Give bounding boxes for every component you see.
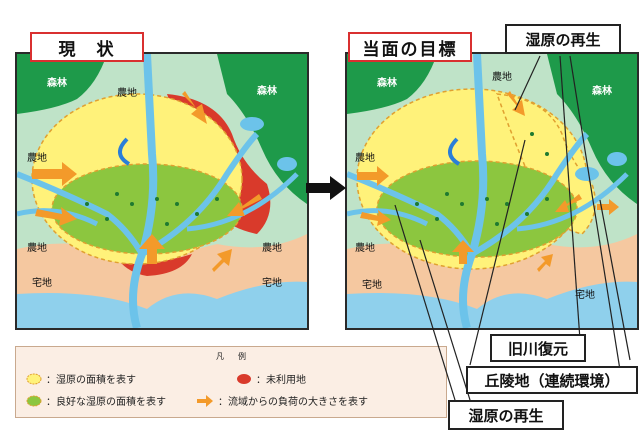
legend-item-yellow: ：湿原の面積を表す: [26, 371, 136, 386]
farmland-label-top: 農地: [492, 72, 512, 83]
wetland-restoration-callout-top: 湿原の再生: [505, 24, 621, 54]
residential-label-left: 宅地: [32, 278, 52, 289]
legend-green-text: ：良好な湿原の面積を表す: [46, 397, 166, 408]
current-state-illustration: [17, 54, 307, 328]
target-state-map: 森林 森林 農地 農地 農地 宅地 宅地: [345, 52, 639, 330]
forest-label-right: 森林: [257, 86, 277, 97]
red-unused-swatch-icon: [237, 373, 251, 384]
residential-label-right: 宅地: [575, 290, 595, 301]
forest-label-right: 森林: [592, 86, 612, 97]
green-wetland-swatch-icon: [26, 395, 42, 406]
residential-label-left: 宅地: [362, 280, 382, 291]
legend: 凡例 ：湿原の面積を表す ：未利用地 ：良好な湿原の面積を表す ：流域からの負荷…: [15, 346, 447, 418]
forest-label-left: 森林: [47, 78, 67, 89]
transition-arrow-icon: [306, 176, 346, 200]
farmland-label-top: 農地: [117, 88, 137, 99]
legend-red-text: ：未利用地: [256, 375, 306, 386]
current-state-title: 現 状: [30, 32, 144, 62]
orange-load-arrow-icon: [197, 394, 213, 407]
farmland-label-bottom-left: 農地: [27, 243, 47, 254]
forest-label-left: 森林: [377, 78, 397, 89]
legend-item-green: ：良好な湿原の面積を表す: [26, 393, 166, 408]
legend-orange-text: ：流域からの負荷の大きさを表す: [218, 397, 368, 408]
old-river-restoration-callout: 旧川復元: [490, 334, 586, 362]
legend-item-orange: ：流域からの負荷の大きさを表す: [196, 393, 368, 408]
legend-title: 凡例: [216, 352, 260, 361]
farmland-label-bottom-left: 農地: [355, 243, 375, 254]
wetland-restoration-callout-bottom: 湿原の再生: [448, 400, 564, 430]
legend-yellow-text: ：湿原の面積を表す: [46, 375, 136, 386]
farmland-label-bottom-right: 農地: [262, 243, 282, 254]
target-state-title: 当面の目標: [348, 32, 472, 62]
farmland-label-left: 農地: [27, 153, 47, 164]
current-state-map: 森林 森林 農地 農地 農地 農地 宅地 宅地: [15, 52, 309, 330]
legend-item-red: ：未利用地: [236, 371, 306, 386]
hill-land-continuous-environment-callout: 丘陵地（連続環境）: [466, 366, 638, 394]
farmland-label-left: 農地: [355, 153, 375, 164]
yellow-wetland-swatch-icon: [26, 373, 42, 384]
residential-label-right: 宅地: [262, 278, 282, 289]
